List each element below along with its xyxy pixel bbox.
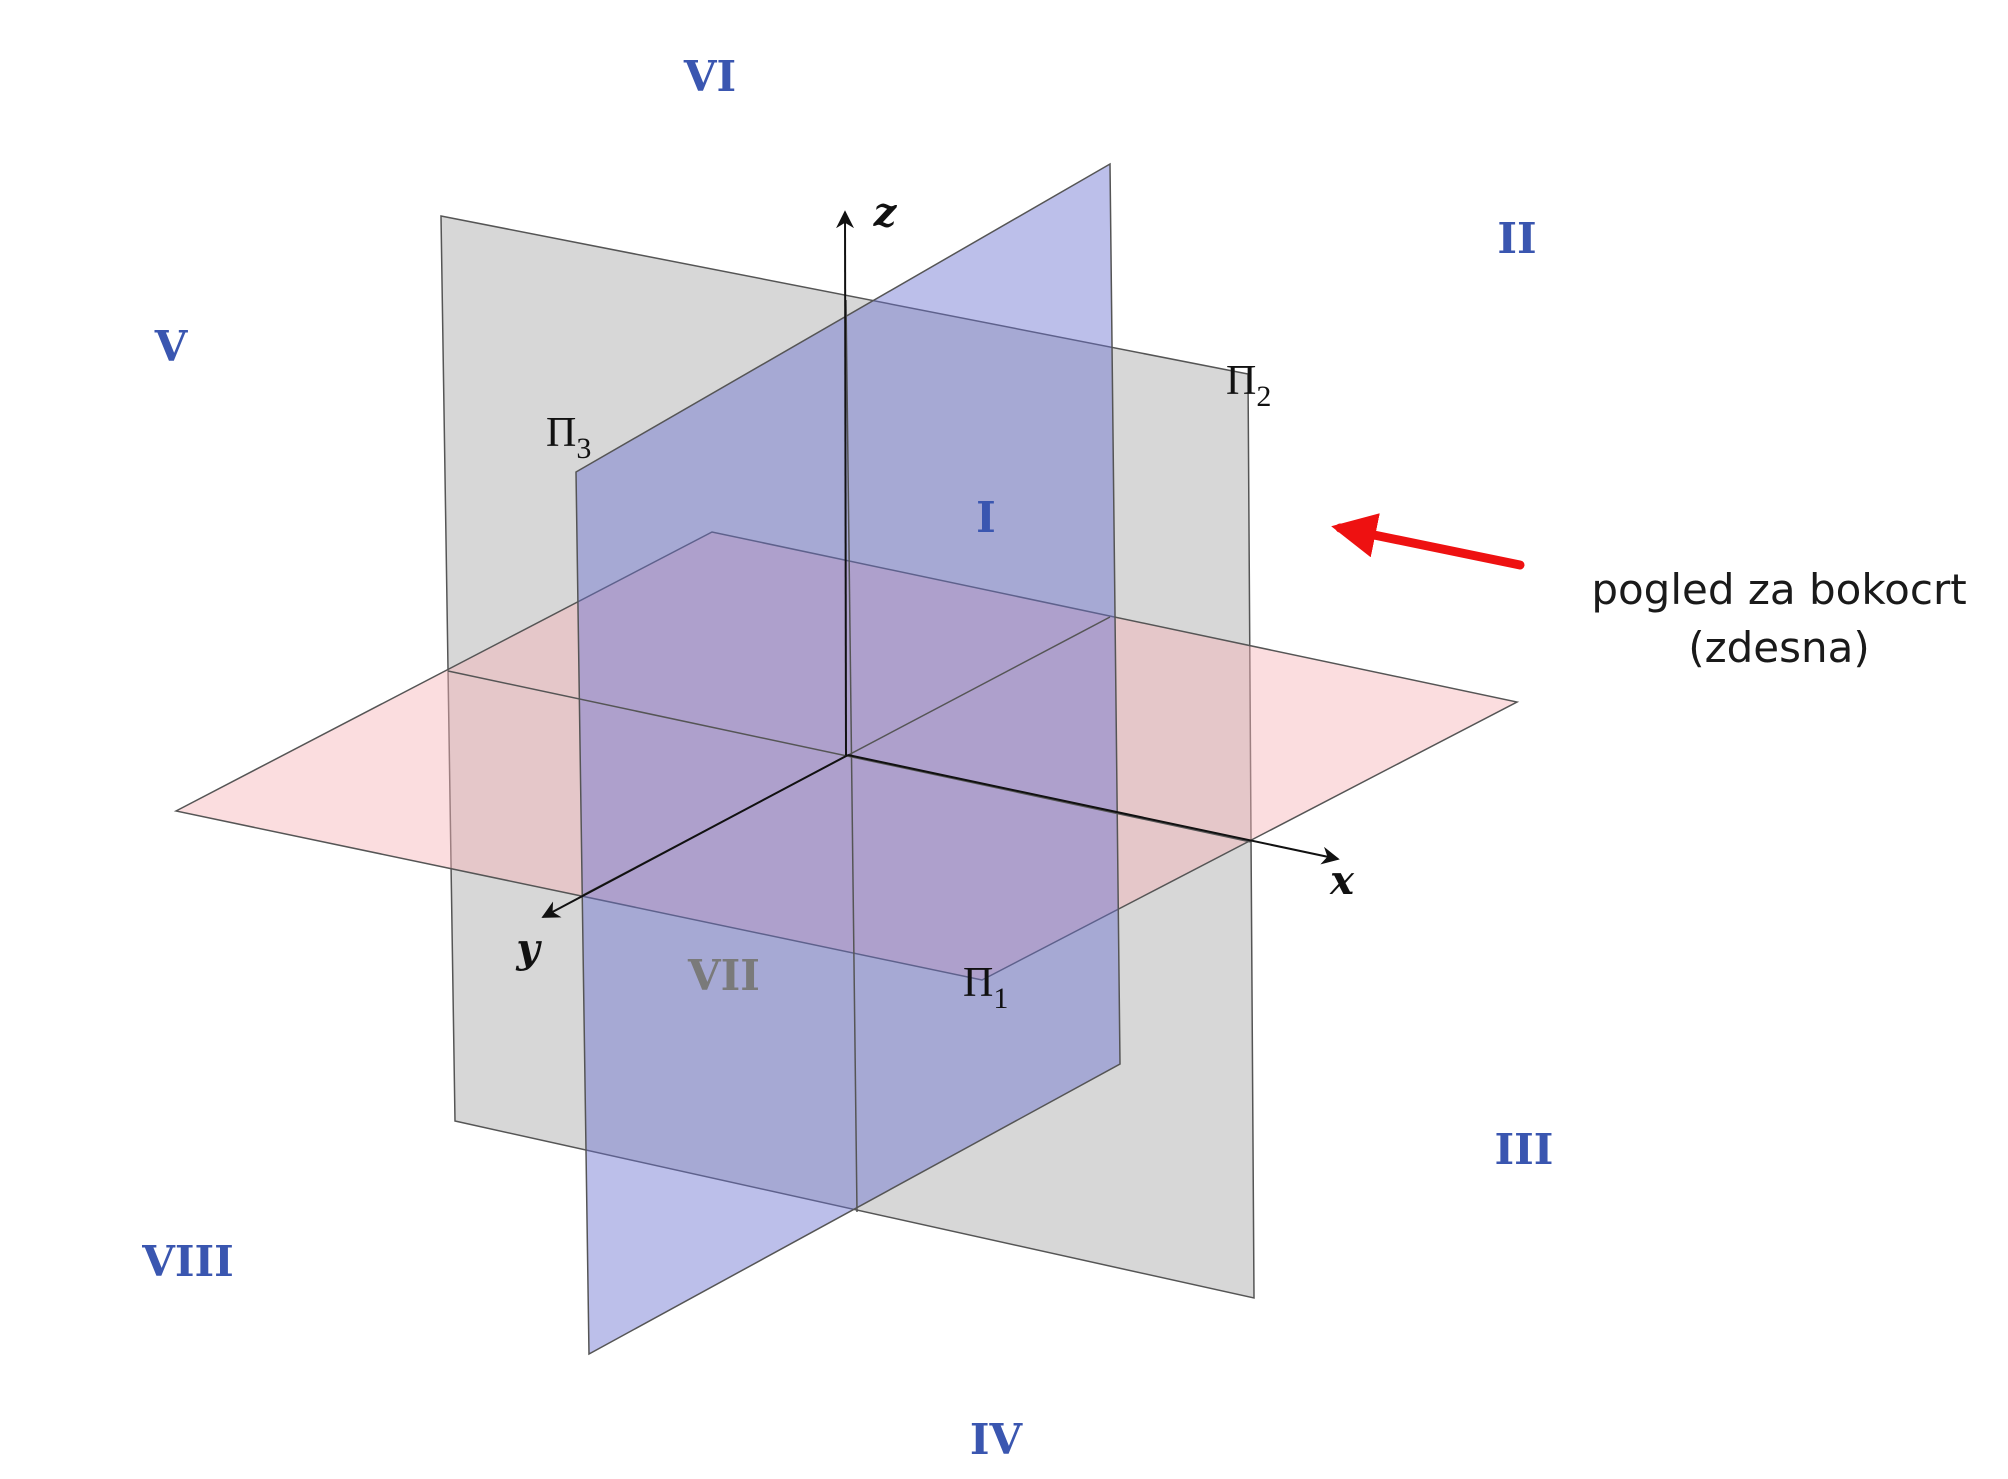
view-direction-arrow: [1331, 513, 1525, 570]
y-axis-label: y: [515, 925, 542, 972]
z-axis-label: z: [873, 189, 898, 236]
intersection-pi1-pi2: [447, 670, 1252, 843]
octant-label-vi: VI: [683, 52, 736, 101]
x-axis-label: x: [1329, 857, 1355, 904]
x-axis: [847, 754, 1340, 865]
plane-pi1-label: Π1: [963, 960, 1008, 1015]
plane-pi3: [575, 162, 1121, 1356]
plane-pi2-label: Π2: [1226, 358, 1271, 413]
plane-pi3-subscript: 3: [576, 432, 591, 465]
plane-pi2-symbol: Π: [1226, 358, 1256, 404]
octant-label-iii: III: [1495, 1125, 1554, 1174]
plane-pi1-symbol: Π: [963, 960, 993, 1006]
octant-label-ii: II: [1497, 214, 1536, 263]
octant-label-i: I: [976, 493, 996, 542]
octant-label-vii: VII: [687, 951, 760, 1000]
octant-label-v: V: [154, 322, 189, 371]
octant-label-viii: VIII: [141, 1237, 234, 1286]
z-axis: [836, 210, 855, 756]
plane-pi1-subscript: 1: [993, 982, 1008, 1015]
octant-label-iv: IV: [970, 1415, 1024, 1464]
view-note-line1: pogled za bokocrt: [1591, 565, 1966, 614]
plane-pi3-label: Π3: [546, 410, 591, 465]
view-note-line2: (zdesna): [1688, 623, 1870, 672]
y-axis: [541, 754, 849, 918]
plane-pi2: [440, 215, 1255, 1299]
plane-pi2-subscript: 2: [1256, 380, 1271, 413]
plane-pi3-symbol: Π: [546, 410, 576, 456]
